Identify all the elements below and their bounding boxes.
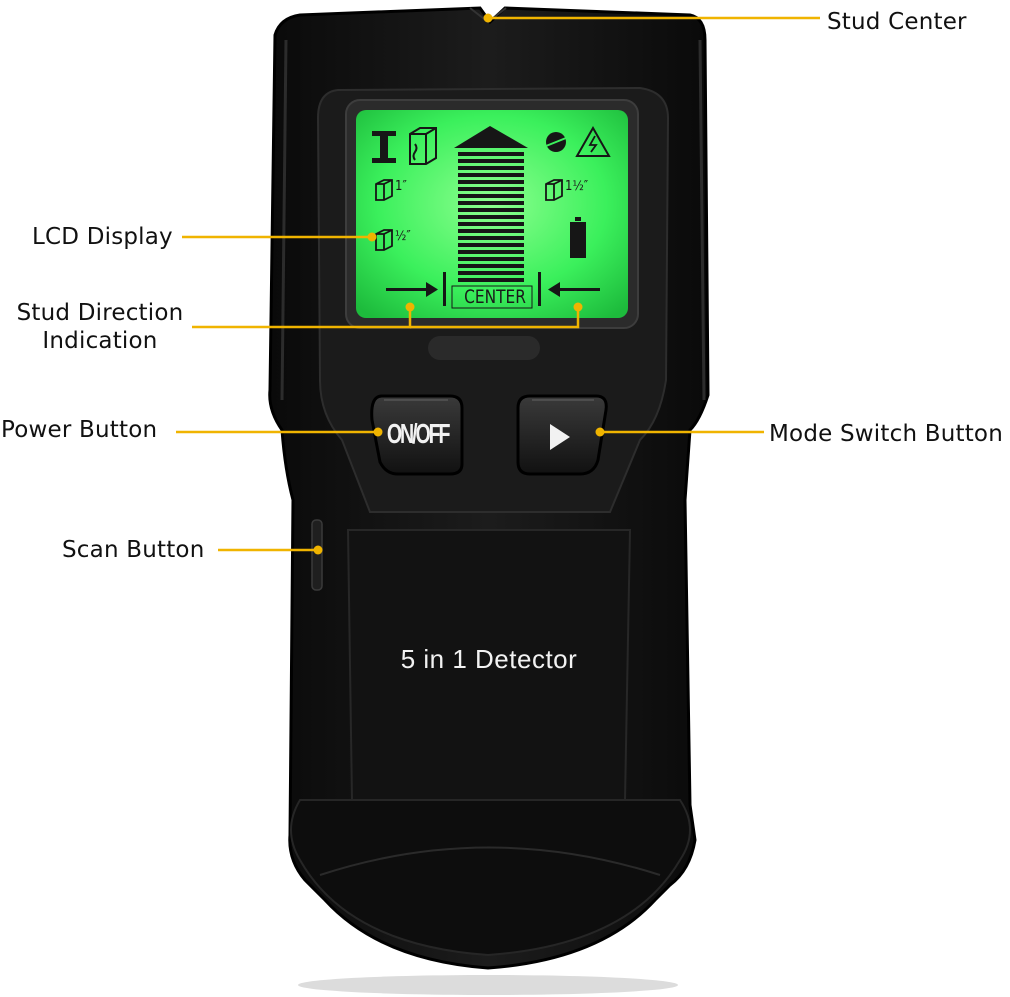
- wood-depth-icon-left-bottom: [375, 229, 393, 251]
- wood-depth-icon-left-top: [375, 179, 393, 201]
- lcd-center-text: CENTER: [464, 286, 526, 308]
- live-voltage-warning-icon: [575, 125, 611, 157]
- center-bracket-left: [443, 272, 446, 306]
- power-button-label: ON/OFF: [386, 418, 451, 449]
- device-model-label: 5 in 1 Detector: [400, 644, 578, 674]
- callout-stud-direction-line2: Indication: [42, 328, 158, 354]
- mode-switch-button[interactable]: [516, 394, 608, 476]
- left-arrow-icon: [548, 282, 600, 297]
- callout-lcd-display: LCD Display: [32, 224, 173, 250]
- signal-bar-graph: [454, 126, 528, 282]
- leader-lines: [176, 16, 820, 552]
- leader-dots: [313, 13, 605, 555]
- power-button[interactable]: [370, 394, 464, 476]
- floor-shadow: [298, 975, 678, 995]
- scan-button[interactable]: [311, 519, 323, 591]
- battery-icon: [570, 217, 586, 258]
- right-arrow-icon: [386, 282, 438, 297]
- callout-stud-direction: Stud Direction Indication: [10, 299, 190, 355]
- callout-stud-direction-line1: Stud Direction: [16, 300, 184, 326]
- ac-wire-icon: [545, 132, 567, 152]
- metal-beam-icon: [372, 131, 396, 163]
- center-bracket-right: [538, 272, 541, 306]
- depth-label-right: 1½″: [565, 179, 589, 194]
- callout-scan-button: Scan Button: [62, 537, 205, 563]
- wood-stud-icon: [409, 127, 437, 165]
- callout-power-button: Power Button: [1, 417, 158, 443]
- leader-stud-direction-right: [410, 307, 580, 329]
- wood-depth-icon-right: [545, 179, 563, 201]
- play-triangle-icon: [550, 424, 570, 450]
- center-box: [451, 285, 533, 309]
- sensor-window: [428, 336, 540, 360]
- depth-label-left-bottom: ½″: [395, 229, 411, 244]
- lcd-display: [345, 99, 639, 329]
- callout-mode-switch-button: Mode Switch Button: [769, 421, 1003, 447]
- callout-stud-center: Stud Center: [827, 9, 967, 35]
- depth-label-left-top: 1″: [395, 179, 407, 194]
